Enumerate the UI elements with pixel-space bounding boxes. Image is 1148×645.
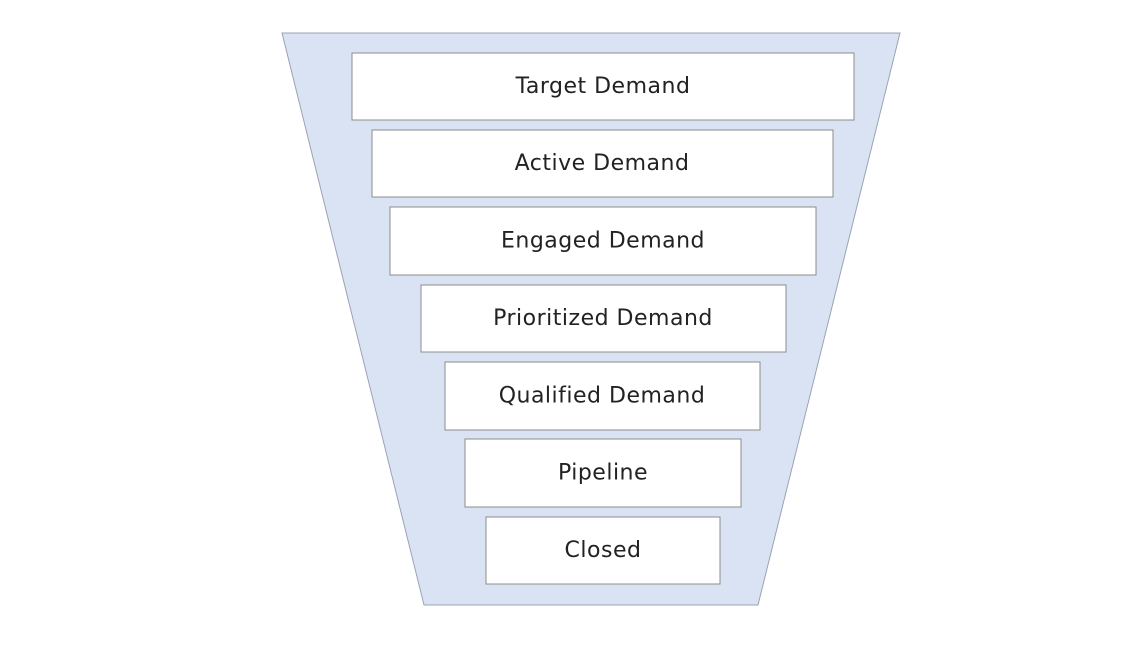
funnel-stage-closed: Closed [485, 516, 721, 585]
stage-box [351, 52, 855, 121]
funnel-stage-target-demand: Target Demand [351, 52, 855, 121]
stage-box [389, 206, 817, 276]
stage-label: Closed [565, 538, 642, 563]
stage-label: Engaged Demand [501, 229, 705, 254]
funnel-stage-pipeline: Pipeline [464, 438, 742, 508]
stage-label: Target Demand [515, 74, 691, 99]
stage-label: Prioritized Demand [493, 306, 713, 331]
stage-box [444, 361, 761, 431]
stage-box [420, 284, 787, 353]
funnel-stage-engaged-demand: Engaged Demand [389, 206, 817, 276]
stage-label: Qualified Demand [499, 384, 706, 409]
stage-label: Active Demand [515, 151, 690, 176]
stage-label: Pipeline [558, 461, 648, 486]
funnel-stage-active-demand: Active Demand [371, 129, 834, 198]
stage-box [485, 516, 721, 585]
stage-box [371, 129, 834, 198]
funnel-stage-qualified-demand: Qualified Demand [444, 361, 761, 431]
stage-box [464, 438, 742, 508]
funnel-stage-prioritized-demand: Prioritized Demand [420, 284, 787, 353]
